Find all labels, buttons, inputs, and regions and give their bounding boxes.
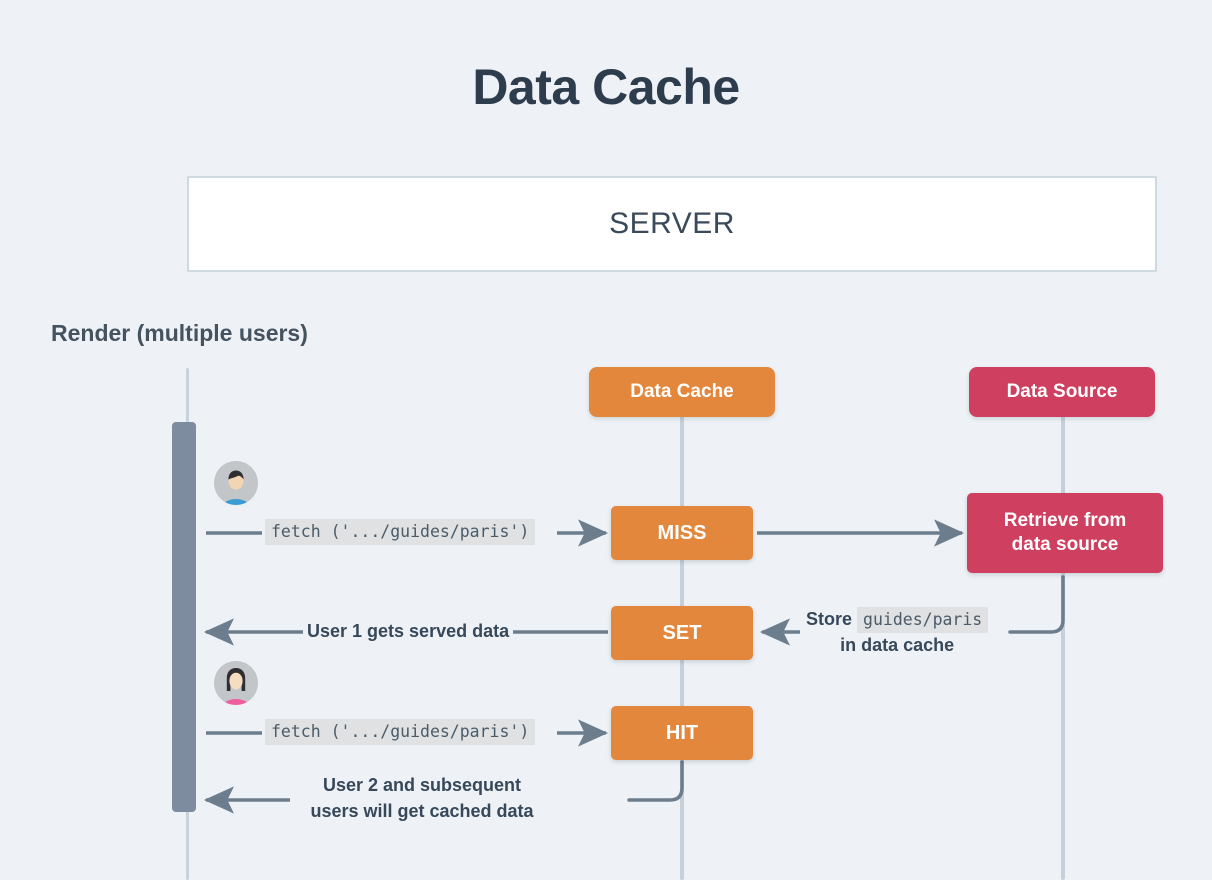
action-box-retrieve-from-data-source[interactable]: Retrieve from data source bbox=[967, 493, 1163, 573]
avatar-user-2-icon bbox=[214, 661, 258, 705]
action-box-hit[interactable]: HIT bbox=[611, 706, 753, 760]
lane-header-data-source[interactable]: Data Source bbox=[969, 367, 1155, 417]
lane-header-data-cache-label: Data Cache bbox=[630, 381, 734, 402]
label-store-prefix: Store bbox=[806, 609, 853, 629]
section-label-render: Render (multiple users) bbox=[51, 320, 308, 346]
action-box-hit-label: HIT bbox=[665, 721, 699, 744]
retrieve-label-line2: data source bbox=[1011, 534, 1119, 555]
lane-header-data-cache[interactable]: Data Cache bbox=[589, 367, 775, 417]
label-fetch-request-2-code: fetch ('.../guides/paris') bbox=[265, 719, 536, 745]
avatar-user-2 bbox=[214, 661, 258, 705]
label-cached-line1: User 2 and subsequent bbox=[322, 775, 522, 795]
label-cached-line2: users will get cached data bbox=[310, 801, 534, 822]
label-store-suffix: in data cache bbox=[840, 635, 955, 656]
label-fetch-request-1: fetch ('.../guides/paris') bbox=[265, 519, 536, 545]
avatar-user-1 bbox=[214, 461, 258, 505]
action-box-miss[interactable]: MISS bbox=[611, 506, 753, 560]
action-box-set[interactable]: SET bbox=[611, 606, 753, 660]
lane-header-data-source-label: Data Source bbox=[1006, 381, 1118, 402]
action-box-set-label: SET bbox=[662, 621, 702, 644]
lifeline-data-source bbox=[1061, 410, 1065, 880]
connector-hit-to-user-elbow bbox=[627, 760, 684, 802]
page-title: Data Cache bbox=[472, 59, 740, 115]
label-user-1-served: User 1 gets served data bbox=[303, 621, 514, 642]
server-label: SERVER bbox=[609, 207, 735, 240]
connector-retrieve-to-set-elbow bbox=[1008, 575, 1065, 634]
label-store-key: guides/paris bbox=[857, 607, 989, 633]
action-box-miss-label: MISS bbox=[657, 521, 707, 544]
label-fetch-request-2: fetch ('.../guides/paris') bbox=[265, 719, 536, 745]
server-container: SERVER bbox=[187, 176, 1157, 272]
label-fetch-request-1-code: fetch ('.../guides/paris') bbox=[265, 519, 536, 545]
avatar-user-1-icon bbox=[214, 461, 258, 505]
retrieve-label-line1: Retrieve from bbox=[1003, 510, 1127, 532]
label-cached-data: User 2 and subsequent users will get cac… bbox=[297, 772, 547, 825]
label-store-in-cache: Store guides/paris in data cache bbox=[806, 606, 989, 658]
user-activation-bar bbox=[172, 422, 196, 812]
